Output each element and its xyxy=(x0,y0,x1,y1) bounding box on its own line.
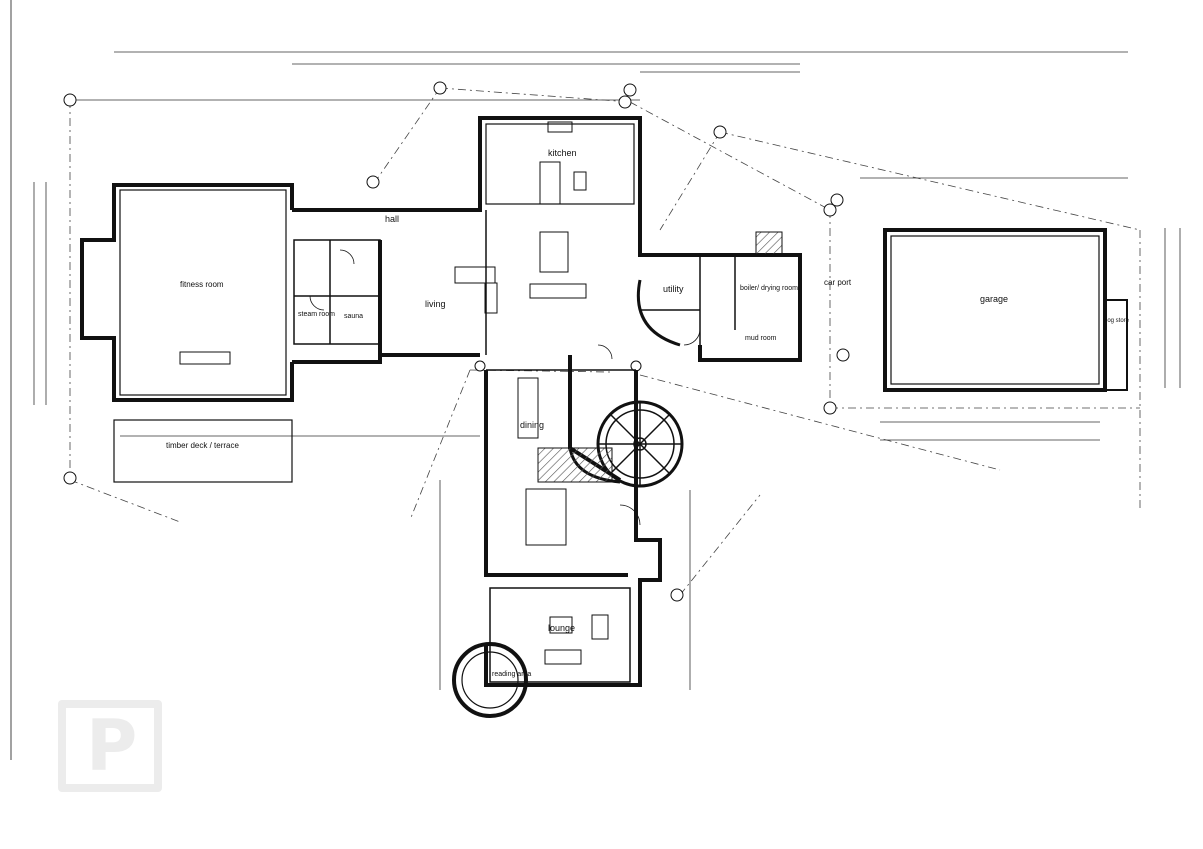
grid-lines xyxy=(69,87,1141,596)
room-label-fitness-room: fitness room xyxy=(180,280,224,289)
room-label-garage: garage xyxy=(980,294,1008,304)
watermark-letter: P xyxy=(86,705,138,787)
room-label-steam-room: steam room xyxy=(298,311,335,318)
room-label-reading-area: reading area xyxy=(492,671,531,678)
dimension-lines xyxy=(33,51,1181,690)
reading-area-tower xyxy=(452,642,528,718)
hatched-areas xyxy=(537,231,783,483)
room-label-dining: dining xyxy=(520,420,544,430)
spiral-staircase xyxy=(596,400,684,488)
room-label-lounge: lounge xyxy=(548,623,575,633)
room-label-living: living xyxy=(425,299,446,309)
room-label-boiler: boiler/ drying room xyxy=(740,285,798,292)
furniture xyxy=(179,121,609,665)
room-label-hall: hall xyxy=(385,214,399,224)
room-labels: kitchen hall fitness room living steam r… xyxy=(166,148,1130,678)
room-label-timber-deck: timber deck / terrace xyxy=(166,441,239,450)
interior-partitions xyxy=(293,239,736,683)
grid-markers xyxy=(63,81,850,602)
watermark-logo: P xyxy=(58,700,162,792)
room-label-car-port: car port xyxy=(824,278,852,287)
walls xyxy=(80,116,1128,687)
room-label-utility: utility xyxy=(663,284,684,294)
room-label-kitchen: kitchen xyxy=(548,148,577,158)
room-label-log-store: log store xyxy=(1106,318,1130,324)
room-label-mud-room: mud room xyxy=(745,335,777,342)
door-swings xyxy=(309,249,701,526)
room-label-sauna: sauna xyxy=(344,313,363,320)
